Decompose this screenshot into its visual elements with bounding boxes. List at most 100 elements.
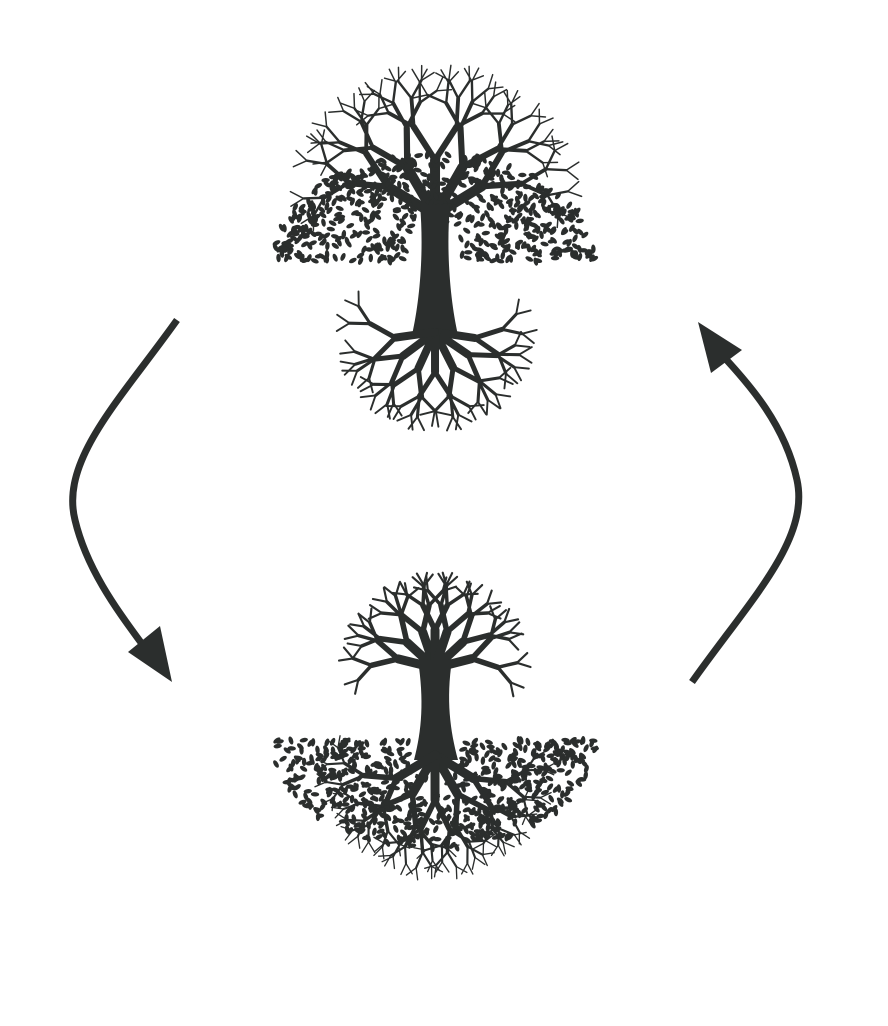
root-branch xyxy=(466,845,484,856)
branch xyxy=(290,197,305,207)
leaf xyxy=(516,179,524,187)
leaf xyxy=(283,747,291,754)
leaf xyxy=(296,214,303,223)
leaf xyxy=(533,788,543,794)
leaf xyxy=(307,218,315,226)
leaf xyxy=(521,769,527,778)
leaf xyxy=(407,223,416,229)
leaf xyxy=(291,227,299,235)
root-branch xyxy=(430,865,444,873)
branch xyxy=(310,141,327,144)
leaf xyxy=(378,794,385,802)
bare-branch xyxy=(485,601,503,606)
leaf xyxy=(342,796,350,803)
leaf xyxy=(324,738,330,747)
leaf xyxy=(404,769,413,775)
bare-branch xyxy=(359,636,382,648)
leaf xyxy=(437,193,444,201)
leaf xyxy=(530,748,536,757)
leaf xyxy=(368,253,374,263)
leaf xyxy=(315,745,320,754)
root xyxy=(336,313,351,325)
leaf xyxy=(479,742,486,751)
branch xyxy=(553,142,569,152)
root xyxy=(407,415,419,430)
leaf xyxy=(321,218,326,227)
leaf xyxy=(492,804,502,809)
branch xyxy=(359,100,366,123)
root-branch xyxy=(481,852,495,856)
leaf xyxy=(461,782,471,787)
leaf xyxy=(550,256,560,261)
leaf xyxy=(345,807,352,814)
leaf xyxy=(400,829,407,837)
bare-branch xyxy=(398,612,426,635)
leaf xyxy=(359,213,364,223)
leaf xyxy=(316,776,322,786)
leaf xyxy=(393,824,399,833)
root xyxy=(521,328,538,335)
leaf xyxy=(489,257,498,264)
bare-branch xyxy=(412,586,429,592)
leaf xyxy=(409,159,415,169)
branch xyxy=(492,88,508,98)
leaf xyxy=(368,170,376,177)
leaf xyxy=(324,191,334,196)
leaf xyxy=(532,752,539,760)
leaf xyxy=(453,197,461,205)
leaf xyxy=(499,234,506,243)
bare-branch xyxy=(494,609,508,621)
branch xyxy=(551,135,556,152)
leaf xyxy=(414,153,423,158)
branch xyxy=(547,141,564,147)
leaf xyxy=(369,214,376,223)
leaf xyxy=(365,800,374,806)
root-branch xyxy=(334,808,345,819)
leaf xyxy=(522,205,529,213)
leaf xyxy=(508,249,517,255)
tree-with-leaves-icon xyxy=(272,64,599,432)
leaf xyxy=(433,825,439,834)
leaf xyxy=(483,251,490,259)
leaf xyxy=(456,765,462,774)
bare-branch xyxy=(367,611,383,620)
bare-branch xyxy=(352,644,363,659)
branch xyxy=(457,124,466,171)
leaf xyxy=(477,813,483,822)
leaf xyxy=(350,746,357,754)
branch xyxy=(529,115,547,118)
leaf xyxy=(334,211,343,217)
leaf xyxy=(396,166,404,173)
branch xyxy=(458,99,475,130)
bare-branch xyxy=(507,638,520,651)
leaf xyxy=(481,765,490,771)
leaf xyxy=(521,764,530,770)
bare-branch xyxy=(337,657,355,662)
leaf xyxy=(533,805,540,813)
branch xyxy=(510,102,514,126)
leaf xyxy=(572,739,582,744)
branch xyxy=(378,93,390,115)
bare-branch xyxy=(426,588,443,607)
leaf xyxy=(366,821,371,830)
branch xyxy=(471,102,487,109)
leaf xyxy=(365,236,373,243)
leaf xyxy=(583,744,589,753)
leaf xyxy=(502,810,510,816)
leaf xyxy=(330,234,340,239)
leaf xyxy=(429,183,437,190)
branch xyxy=(409,96,416,129)
root xyxy=(494,393,502,410)
leaf xyxy=(339,748,349,754)
leaf xyxy=(549,210,558,216)
leaf xyxy=(494,199,503,205)
leaf xyxy=(443,836,452,842)
leaf xyxy=(318,206,326,213)
leaf xyxy=(374,243,380,252)
leaf xyxy=(523,744,528,754)
leaf xyxy=(353,822,362,828)
leaf xyxy=(519,783,527,790)
leaf xyxy=(510,207,515,216)
leaf xyxy=(350,804,356,813)
leaf xyxy=(399,794,406,802)
